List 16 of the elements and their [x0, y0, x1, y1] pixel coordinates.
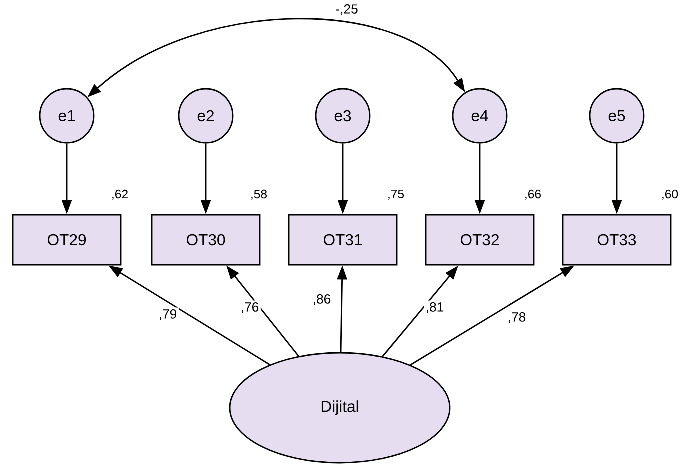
value-label: ,75 — [388, 190, 404, 200]
edge-label: -,25 — [334, 2, 360, 18]
edge-label: ,78 — [506, 310, 528, 326]
variable-box: OT32 — [425, 214, 535, 266]
value-label: ,62 — [112, 190, 128, 200]
edge-label: ,81 — [424, 300, 446, 316]
value-label: ,66 — [526, 190, 541, 200]
value-label: ,60 — [662, 190, 678, 200]
variable-box: OT30 — [151, 214, 261, 266]
variable-box: OT29 — [12, 214, 122, 266]
value-label: ,58 — [252, 190, 268, 200]
variable-box: OT31 — [288, 214, 398, 266]
variable-box: OT33 — [562, 214, 672, 266]
edge-label: ,79 — [157, 308, 179, 322]
edge-label: ,86 — [311, 292, 333, 308]
edge-label: ,76 — [239, 300, 261, 316]
